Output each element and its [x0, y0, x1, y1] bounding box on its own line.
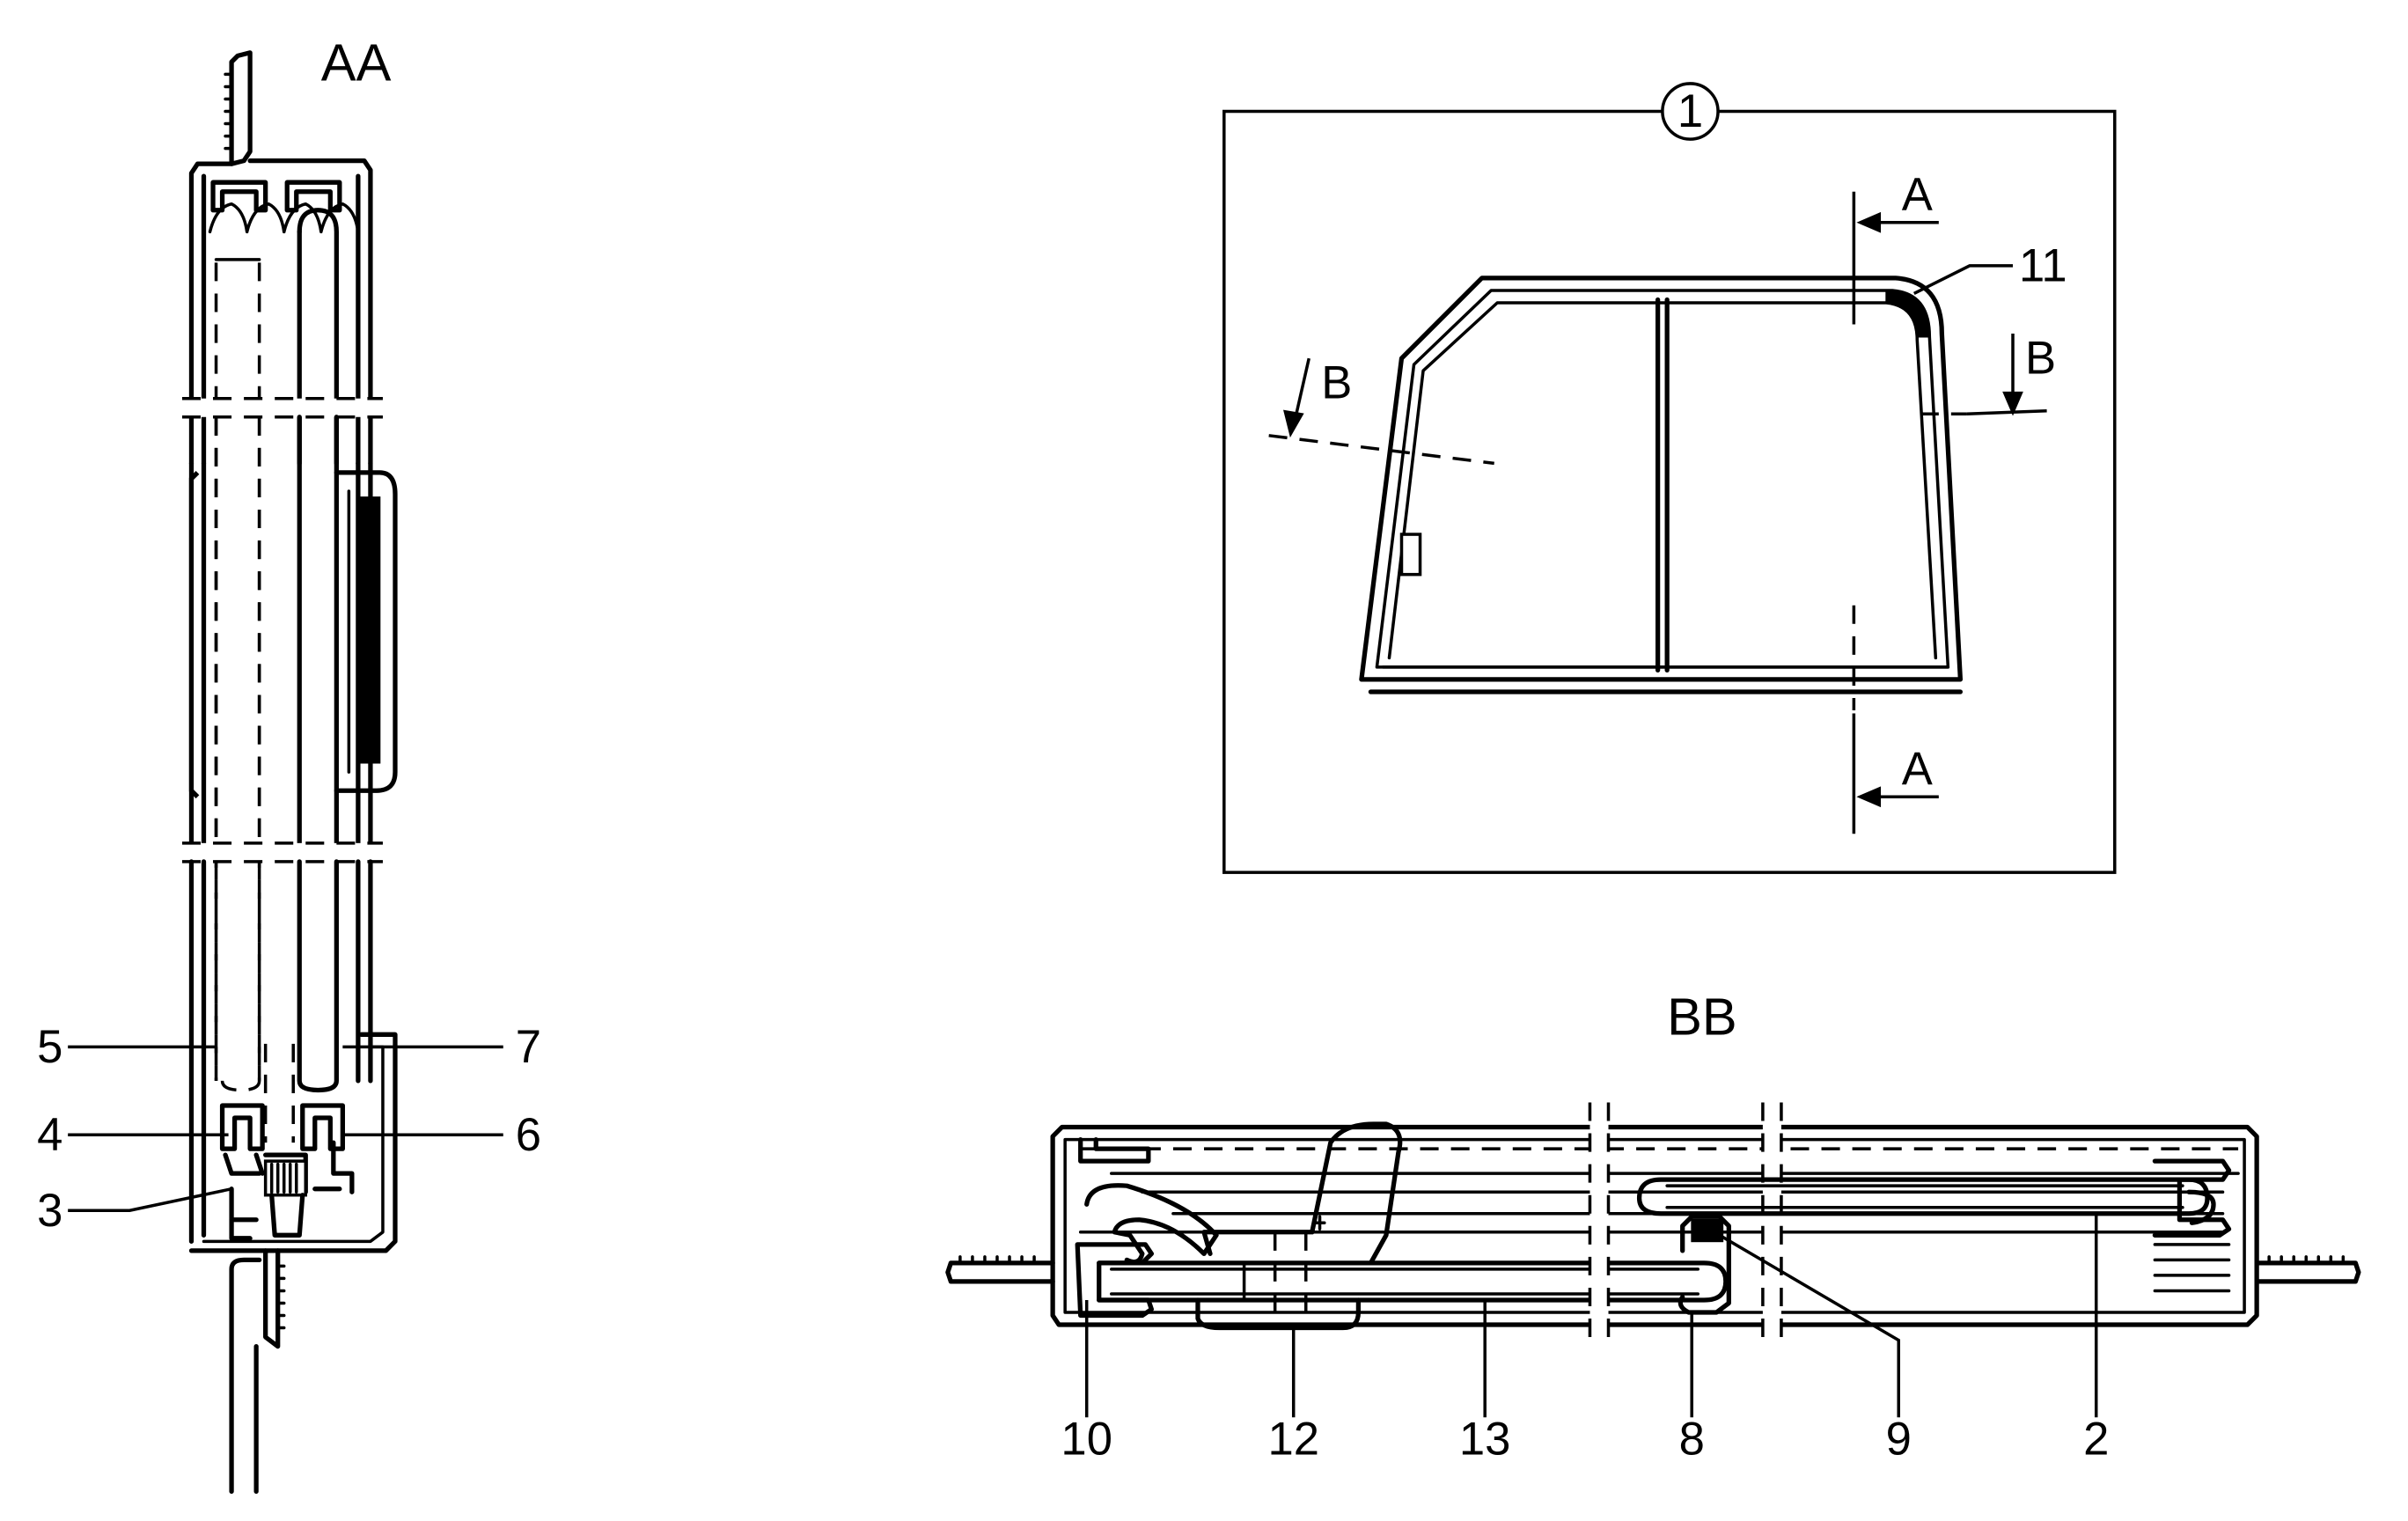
callout-12: 12 — [1267, 1413, 1319, 1465]
callout-10: 10 — [1061, 1413, 1112, 1465]
detail-1-window-view: 1 A A B B 11 — [1222, 82, 2117, 874]
callout-4: 4 — [37, 1109, 62, 1161]
section-mark-a-top: A — [1902, 169, 1933, 221]
callout-5: 5 — [37, 1021, 62, 1073]
callout-3: 3 — [37, 1185, 62, 1237]
section-mark-b-left: B — [1321, 357, 1352, 409]
callout-7: 7 — [516, 1021, 541, 1073]
callout-8: 8 — [1679, 1413, 1705, 1465]
section-bb-title: BB — [1667, 987, 1737, 1046]
detail-circle-number: 1 — [1678, 85, 1703, 137]
callout-13: 13 — [1459, 1413, 1511, 1465]
section-aa: AA — [37, 33, 541, 1495]
callout-9: 9 — [1886, 1413, 1912, 1465]
section-mark-b-right: B — [2025, 333, 2056, 385]
detail-circle — [1661, 82, 1720, 141]
callout-11: 11 — [2019, 239, 2067, 291]
callout-2: 2 — [2083, 1413, 2109, 1465]
section-aa-title: AA — [321, 33, 392, 92]
section-bb: BB — [945, 987, 2361, 1465]
callout-6: 6 — [516, 1109, 541, 1161]
section-mark-a-bottom: A — [1902, 743, 1933, 795]
